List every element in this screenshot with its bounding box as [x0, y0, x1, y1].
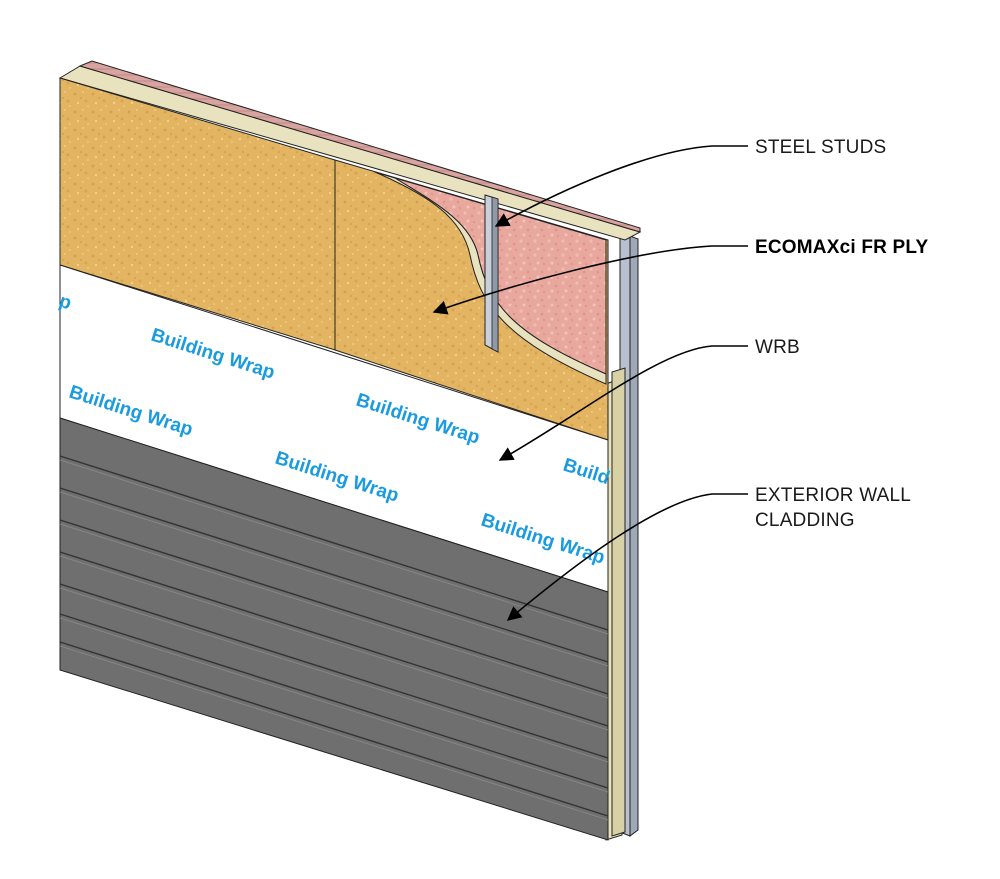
- leader-cladding: [506, 493, 748, 621]
- leader-ecomax: [432, 245, 748, 315]
- leader-lines: [432, 145, 748, 621]
- label-wrb: WRB: [755, 337, 800, 358]
- callout-labels: STEEL STUDS ECOMAXci FR PLY WRB EXTERIOR…: [755, 137, 928, 531]
- wall-top-edge: [58, 60, 642, 241]
- exterior-wall-cladding: [59, 417, 609, 841]
- label-ecomax-fr-ply: ECOMAXci FR PLY: [755, 237, 928, 258]
- insulation-cutaway: [374, 171, 607, 385]
- leader-wrb: [498, 345, 748, 461]
- label-exterior-wall: EXTERIOR WALL: [755, 485, 911, 506]
- wall-edge-layers: [605, 231, 639, 841]
- leader-steel-studs: [494, 145, 748, 227]
- steel-stud: [484, 194, 499, 353]
- label-steel-studs: STEEL STUDS: [755, 137, 886, 158]
- label-cladding: CLADDING: [755, 510, 855, 531]
